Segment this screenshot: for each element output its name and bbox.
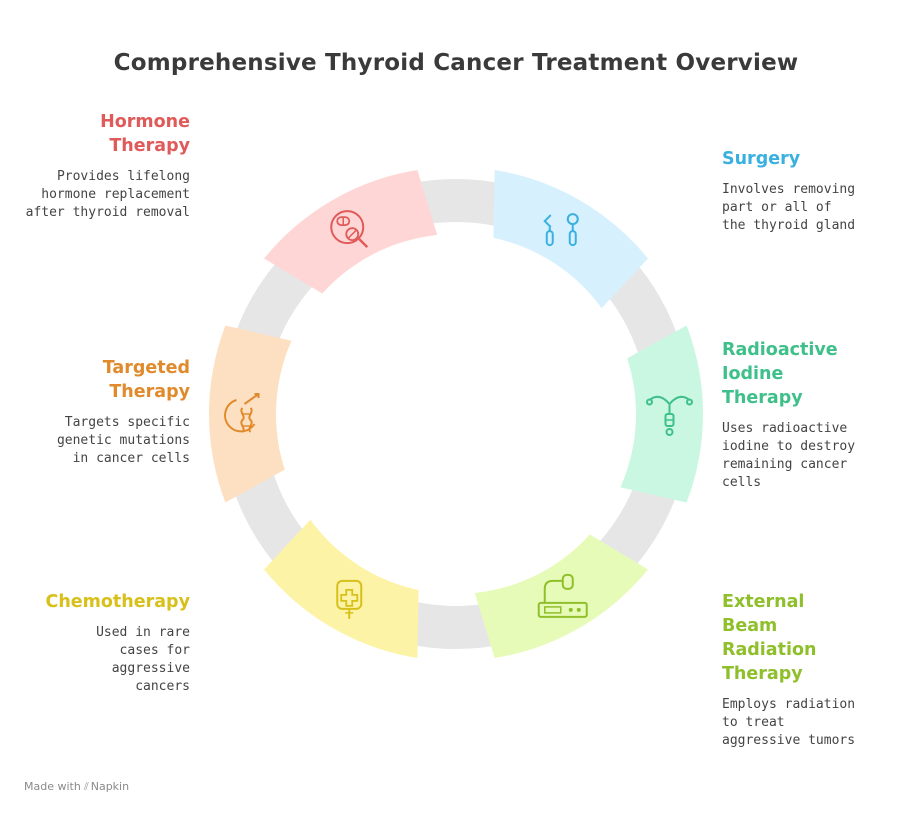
napkin-logo-icon: ⫽ — [83, 780, 89, 793]
cycle-segment — [474, 534, 648, 658]
step-heading: Chemotherapy — [45, 592, 191, 612]
step-description: Used in rare cases for aggressive cancer… — [96, 625, 190, 694]
dna-target-icon — [224, 393, 260, 433]
iv-drip-icon — [646, 395, 693, 436]
footer-credit: Made with⫽Napkin — [24, 780, 129, 794]
dental-tools-icon — [543, 213, 579, 247]
step-radioactive-iodine: Radioactive Iodine Therapy Uses radioact… — [722, 338, 892, 492]
infusion-bag-icon — [336, 579, 363, 619]
step-description: Employs radiation to treat aggressive tu… — [722, 697, 856, 748]
step-description: Involves removing part or all of the thy… — [722, 182, 856, 233]
step-heading: Hormone Therapy — [100, 112, 190, 156]
cycle-segment — [264, 519, 419, 658]
step-description: Provides lifelong hormone replacement af… — [25, 169, 190, 220]
footer-prefix: Made with — [24, 780, 81, 793]
page-title: Comprehensive Thyroid Cancer Treatment O… — [113, 50, 799, 76]
cycle-segment — [620, 325, 704, 503]
step-external-beam: External Beam Radiation Therapy Employs … — [722, 590, 892, 750]
step-heading: External Beam Radiation Therapy — [722, 592, 817, 684]
step-heading: Targeted Therapy — [102, 358, 190, 402]
cycle-segment — [264, 170, 438, 294]
pills-magnifier-icon — [330, 210, 369, 248]
step-chemotherapy: Chemotherapy Used in rare cases for aggr… — [20, 590, 191, 696]
step-heading: Surgery — [722, 149, 801, 169]
step-targeted-therapy: Targeted Therapy Targets specific geneti… — [20, 356, 190, 468]
step-surgery: Surgery Involves removing part or all of… — [722, 147, 892, 235]
radiation-machine-icon — [537, 573, 588, 618]
step-description: Targets specific genetic mutations in ca… — [56, 415, 190, 466]
footer-brand: Napkin — [90, 780, 130, 793]
step-heading: Radioactive Iodine Therapy — [722, 340, 838, 408]
step-hormone-therapy: Hormone Therapy Provides lifelong hormon… — [20, 110, 190, 222]
step-description: Uses radioactive iodine to destroy remai… — [722, 421, 856, 490]
